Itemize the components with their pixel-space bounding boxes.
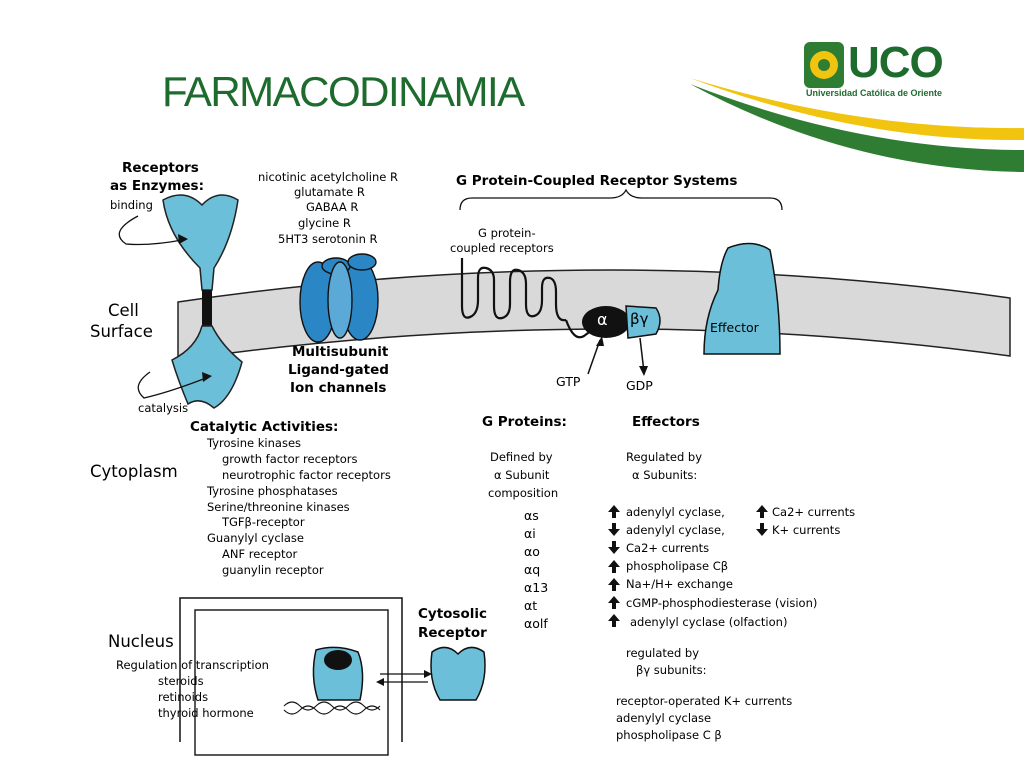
effector-item: cGMP-phosphodiesterase (vision) <box>626 596 818 610</box>
exchange-arrowhead-left <box>376 678 384 686</box>
bg-effector-item: receptor-operated K+ currents <box>616 694 793 708</box>
effector-item: adenylyl cyclase, <box>626 505 725 519</box>
catalytic-item: guanylin receptor <box>222 563 324 577</box>
effector-item: K+ currents <box>772 523 841 537</box>
ligand-serotonin: 5HT3 serotonin R <box>278 232 378 246</box>
g-subunit: αt <box>524 598 538 613</box>
effector-arrows <box>608 505 768 627</box>
slide-title: FARMACODINAMIA <box>162 68 525 115</box>
green-swoosh <box>690 84 1024 172</box>
ligand-gaba: GABAA R <box>306 200 359 214</box>
catalysis-arrow <box>137 371 207 399</box>
ion-channel <box>299 253 379 343</box>
g-betagamma-label: βγ <box>630 310 649 328</box>
catalytic-item: Serine/threonine kinases <box>207 500 350 514</box>
g-subunit: αi <box>524 526 536 541</box>
binding-arrow <box>118 215 183 246</box>
effectors-regulated: Regulated by <box>626 450 703 464</box>
region-cytoplasm: Cytoplasm <box>90 462 178 481</box>
catalytic-item: Guanylyl cyclase <box>207 531 304 545</box>
exchange-arrowhead-right <box>424 670 432 678</box>
ion-channel-label-1: Multisubunit <box>292 344 389 360</box>
logo-name: UCO <box>848 38 944 87</box>
g-subunit: αq <box>524 562 541 577</box>
g-defined-by: Defined by <box>490 450 553 464</box>
g-alpha-subunit <box>582 306 630 338</box>
catalysis-arrowhead <box>202 372 212 382</box>
binding-label: binding <box>110 198 153 212</box>
g-defined-by: α Subunit <box>494 468 550 482</box>
cytosolic-receptor <box>430 646 486 701</box>
nucleus-item: Regulation of transcription <box>116 658 269 672</box>
hormone-ligand <box>324 650 352 670</box>
bg-effector-item: phospholipase C β <box>616 728 722 742</box>
enzyme-receptor-lower <box>171 325 243 409</box>
effectors-regulated-bg: βγ subunits: <box>636 663 707 677</box>
yellow-swoosh <box>690 78 1024 141</box>
catalytic-item: growth factor receptors <box>222 452 358 466</box>
effector-item: Na+/H+ exchange <box>626 577 733 591</box>
effectors-regulated: α Subunits: <box>632 468 698 482</box>
gpcr-label-2: coupled receptors <box>450 241 554 255</box>
bg-effector-item: adenylyl cyclase <box>616 711 712 725</box>
effector-item: adenylyl cyclase, <box>626 523 725 537</box>
catalysis-label: catalysis <box>138 401 189 415</box>
g-betagamma-subunit <box>625 305 661 339</box>
enzyme-transmembrane <box>202 290 212 326</box>
dna-strand <box>283 701 381 711</box>
g-subunit: α13 <box>524 580 549 595</box>
catalytic-item: neurotrophic factor receptors <box>222 468 391 482</box>
catalytic-item: ANF receptor <box>222 547 298 561</box>
g-subunit: αolf <box>524 616 548 631</box>
ligand-nicotinic: nicotinic acetylcholine R <box>258 170 399 184</box>
receptors-enzymes-title-1: Receptors <box>122 160 199 176</box>
cytosolic-label-1: Cytosolic <box>418 606 488 622</box>
effector-item: Ca2+ currents <box>772 505 856 519</box>
nucleus-item: thyroid hormone <box>158 706 254 720</box>
catalytic-item: TGFβ-receptor <box>222 515 305 529</box>
gpcr-brace <box>459 188 783 211</box>
cytosolic-label-2: Receptor <box>418 625 487 641</box>
catalytic-item: Tyrosine kinases <box>207 436 302 450</box>
nucleus-item: retinoids <box>158 690 209 704</box>
g-alpha-label: α <box>597 310 608 329</box>
gpcr-systems-title: G Protein-Coupled Receptor Systems <box>456 173 738 189</box>
g-subunit: αs <box>524 508 539 523</box>
gtp-label: GTP <box>556 374 581 389</box>
ion-channel-label-3: Ion channels <box>290 380 387 396</box>
g-subunit: αo <box>524 544 540 559</box>
region-cell-1: Cell <box>108 301 139 320</box>
g-proteins-title: G Proteins: <box>482 414 567 430</box>
gtp-arrowhead <box>596 336 604 346</box>
effector-label: Effector <box>710 320 759 335</box>
effectors-regulated-bg: regulated by <box>626 646 700 660</box>
g-defined-by: composition <box>488 486 559 500</box>
binding-arrowhead <box>178 234 188 244</box>
receptors-enzymes-title-2: as Enzymes: <box>110 178 204 194</box>
catalytic-title: Catalytic Activities: <box>190 419 339 435</box>
catalytic-item: Tyrosine phosphatases <box>207 484 338 498</box>
gdp-label: GDP <box>626 378 653 393</box>
logo-subtitle: Universidad Católica de Oriente <box>806 88 943 98</box>
dna-strand-2 <box>283 705 381 715</box>
gdp-arrowhead <box>639 366 648 376</box>
gpcr-serpentine <box>460 258 567 322</box>
ion-channel-label-2: Ligand-gated <box>288 362 389 378</box>
effector-protein <box>703 242 781 355</box>
effector-item: adenylyl cyclase (olfaction) <box>630 615 788 629</box>
effector-item: Ca2+ currents <box>626 541 710 555</box>
nucleus-outer-box <box>179 597 403 742</box>
enzyme-receptor-upper <box>162 194 239 291</box>
nucleus-item: steroids <box>158 674 204 688</box>
effectors-title: Effectors <box>632 414 700 430</box>
region-nucleus: Nucleus <box>108 632 174 651</box>
region-cell-2: Surface <box>90 322 153 341</box>
logo-sun-icon <box>804 42 844 88</box>
effector-item: phospholipase Cβ <box>626 559 729 573</box>
ligand-glycine: glycine R <box>298 216 351 230</box>
gpcr-label-1: G protein- <box>478 226 536 240</box>
ligand-glutamate: glutamate R <box>294 185 365 199</box>
